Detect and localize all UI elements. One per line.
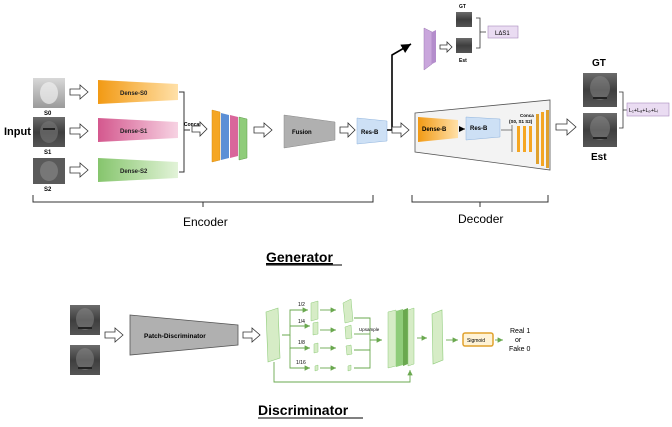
disc-feature-block: [265, 307, 281, 363]
scale-label-1-4: 1/4: [298, 319, 305, 325]
hollow-arrow-icon: [391, 122, 410, 138]
decoder-output-bars: [517, 110, 549, 168]
output-loss-label: L₁+Lₐ+Lₚ+Lᵢ: [629, 108, 658, 114]
hollow-arrow-icon: [104, 327, 124, 343]
output-loss-box: [626, 102, 670, 117]
concat-label: Concat: [184, 122, 201, 128]
input-label-s2: S2: [44, 187, 52, 193]
output-gt-label: GT: [592, 58, 606, 69]
dense-s1-label: Dense-S1: [120, 129, 148, 135]
disc-final-feature: [431, 309, 444, 365]
concat-bracket: [179, 91, 190, 173]
aux-purple-block: [423, 27, 433, 71]
hollow-arrow-icon: [253, 122, 273, 138]
input-label-s1: S1: [44, 150, 52, 156]
input-image-s1: [33, 117, 65, 147]
dense-s1-block: [98, 118, 178, 142]
encoder-resb-label: Res-B: [361, 130, 379, 136]
upsample-label: Upsample: [359, 327, 380, 332]
hollow-arrow-icon: [439, 41, 453, 53]
disc-input-image-est: [70, 345, 100, 375]
input-image-s0: [33, 78, 65, 108]
fusion-label: Fusion: [292, 130, 312, 136]
decoder-dense-label: Dense-B: [422, 127, 447, 133]
decoder-dense-block: [418, 117, 458, 142]
scale-label-1-16: 1/16: [296, 360, 306, 366]
disc-concat-stack: [387, 307, 415, 369]
hollow-arrow-icon: [339, 122, 356, 138]
patch-discriminator-block: [129, 314, 239, 356]
input-label-s0: S0: [44, 111, 52, 117]
result-line-3: Fake 0: [509, 346, 531, 353]
hollow-arrow-icon: [191, 121, 208, 137]
decoder-resb-label: Res-B: [470, 126, 488, 132]
aux-loss-label: LΔS1: [495, 31, 510, 37]
encoder-brace: [32, 195, 374, 207]
sigmoid-label: Sigmoid: [467, 338, 485, 344]
encoder-label: Encoder: [183, 215, 228, 229]
decoder-upsample-stack: [501, 125, 513, 152]
aux-loss-bracket: [476, 17, 486, 49]
output-est-image: [583, 113, 617, 147]
dense-s0-label: Dense-S0: [120, 91, 148, 97]
decoder-concat-label-2: (S0, S1 S2): [509, 119, 533, 124]
generator-title: Generator: [266, 249, 333, 265]
hollow-arrow-icon: [69, 123, 89, 139]
dense-s2-block: [98, 158, 178, 182]
disc-input-image-gt: [70, 305, 100, 335]
concat-feature-stack: [211, 109, 248, 163]
discriminator-title: Discriminator: [258, 402, 349, 418]
hollow-arrow-icon: [555, 118, 577, 136]
aux-gt-image: [456, 12, 472, 27]
sigmoid-box: [462, 332, 494, 347]
scale-feature-maps: [310, 298, 354, 372]
multiscale-branches: [273, 307, 413, 383]
scale-label-1-8: 1/8: [298, 340, 305, 346]
result-line-1: Real 1: [510, 328, 530, 335]
output-gt-image: [583, 73, 617, 107]
scale-label-1-2: 1/2: [298, 302, 305, 308]
fusion-block: [283, 114, 336, 149]
output-loss-bracket: [619, 91, 627, 129]
hollow-arrow-icon: [69, 84, 89, 100]
hollow-arrow-icon: [242, 327, 261, 343]
result-line-2: or: [515, 337, 522, 344]
output-est-label: Est: [591, 152, 607, 163]
decoder-brace: [411, 195, 549, 207]
aux-branch-arrow: [387, 43, 412, 131]
encoder-resb-block: [356, 117, 388, 145]
decoder-resb-block: [465, 116, 501, 141]
input-image-s2: [33, 158, 65, 184]
patch-discriminator-label: Patch-Discriminator: [144, 333, 206, 340]
input-label: Input: [4, 126, 31, 138]
decoder-label: Decoder: [458, 212, 503, 226]
hollow-arrow-icon: [69, 162, 89, 178]
aux-est-image: [456, 38, 472, 53]
aux-loss-box: [487, 25, 519, 39]
aux-est-label: Est: [459, 58, 467, 64]
aux-gt-label: GT: [459, 4, 466, 10]
dense-s0-block: [98, 80, 178, 104]
dense-s2-label: Dense-S2: [120, 169, 148, 175]
decoder-concat-label-1: Conca: [520, 113, 534, 118]
